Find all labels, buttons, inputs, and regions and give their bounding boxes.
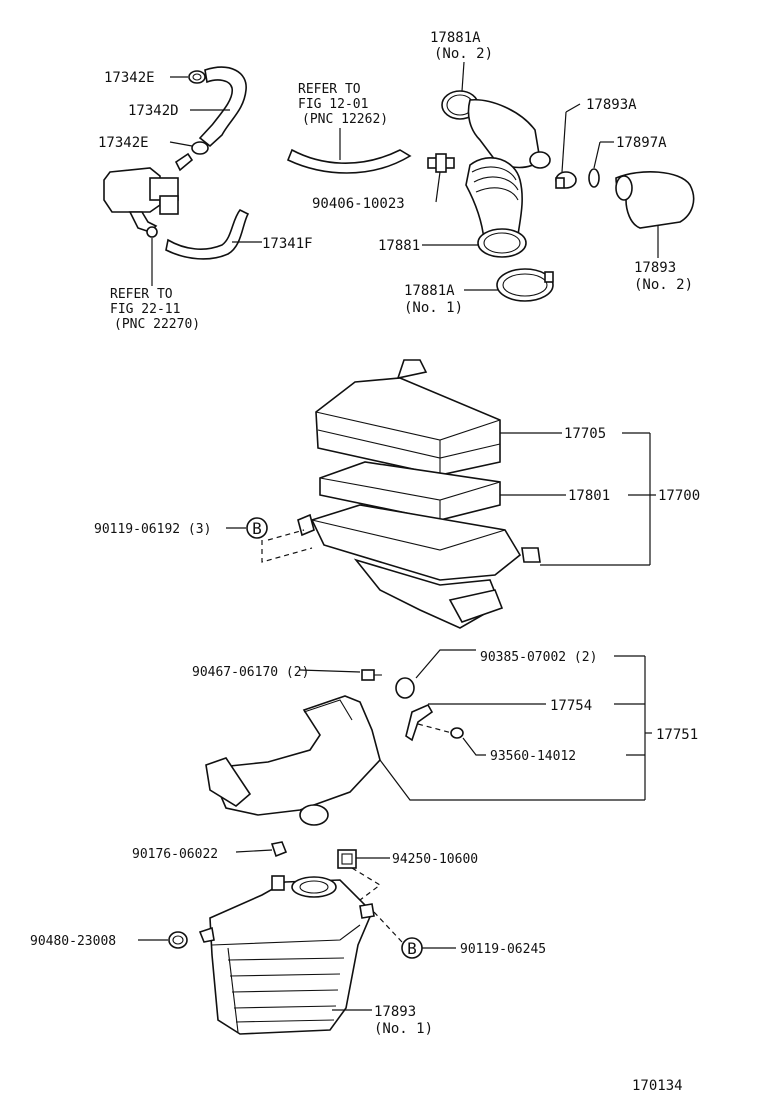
intake-resonator	[467, 99, 551, 169]
resonator-17893-no1	[198, 875, 375, 1035]
callout-b-upper: B	[246, 517, 268, 539]
air-cleaner-case	[297, 504, 541, 629]
label-17342e-mid: 17342E	[98, 135, 149, 151]
nut-94250	[337, 849, 357, 869]
label-ref22-line1: REFER TO	[110, 287, 173, 302]
hose-clip-17342e-top	[188, 70, 206, 84]
label-17881: 17881	[378, 238, 420, 254]
label-90176: 90176-06022	[132, 847, 218, 862]
bracket-17754	[405, 703, 434, 742]
callout-b-upper-text: B	[252, 519, 262, 538]
label-93560: 93560-14012	[490, 749, 576, 764]
callout-b-lower: B	[401, 937, 423, 959]
resonator-17893-no2	[615, 171, 695, 229]
label-17881a-no2-line2: (No. 2)	[434, 46, 493, 62]
connector-90406	[427, 153, 455, 173]
intake-hose-17881	[465, 156, 527, 258]
hose-clip-17342e-mid	[191, 141, 209, 155]
label-17893-no2-line1: 17893	[634, 260, 676, 276]
screw-93560	[450, 727, 464, 739]
clip-90176	[270, 841, 288, 858]
inlet-duct-17751	[205, 695, 381, 826]
label-17751: 17751	[656, 727, 698, 743]
label-ref22-line3: (PNC 22270)	[114, 317, 200, 332]
label-90406: 90406-10023	[312, 196, 405, 212]
label-90385: 90385-07002 (2)	[480, 650, 597, 665]
vsv-valve	[103, 152, 194, 238]
clamp-17893a	[555, 171, 577, 189]
label-17881a-no1-line2: (No. 1)	[404, 300, 463, 316]
label-90119-06245: 90119-06245	[460, 942, 546, 957]
hose-17341f	[165, 208, 250, 260]
grommet-90385	[395, 677, 415, 699]
label-17893-no1-line2: (No. 1)	[374, 1021, 433, 1037]
label-90467: 90467-06170 (2)	[192, 665, 309, 680]
label-17881a-no1-line1: 17881A	[404, 283, 455, 299]
label-17881a-no2-line1: 17881A	[430, 30, 481, 46]
label-17893a: 17893A	[586, 97, 637, 113]
diagram-code: 170134	[632, 1078, 683, 1094]
label-17801: 17801	[568, 488, 610, 504]
hose-17342d	[198, 66, 247, 148]
filter-element-17801	[319, 461, 501, 521]
label-17341f: 17341F	[262, 236, 313, 252]
label-ref12-line1: REFER TO	[298, 82, 361, 97]
label-17893-no2-line2: (No. 2)	[634, 277, 693, 293]
label-17893-no1-line1: 17893	[374, 1004, 416, 1020]
label-17342d: 17342D	[128, 103, 179, 119]
callout-b-lower-text: B	[407, 939, 417, 958]
hose-fig12	[286, 148, 412, 174]
clamp-17881a-no1	[496, 268, 554, 302]
label-90480: 90480-23008	[30, 934, 116, 949]
label-94250: 94250-10600	[392, 852, 478, 867]
air-cleaner-cap-17705	[315, 359, 501, 476]
label-ref12-line3: (PNC 12262)	[302, 112, 388, 127]
label-ref22-line2: FIG 22-11	[110, 302, 180, 317]
label-90119-06192: 90119-06192 (3)	[94, 522, 211, 537]
label-ref12-line2: FIG 12-01	[298, 97, 368, 112]
label-17700: 17700	[658, 488, 700, 504]
bolt-90467	[361, 669, 382, 681]
label-17342e-top: 17342E	[104, 70, 155, 86]
label-17897a: 17897A	[616, 135, 667, 151]
label-17705: 17705	[564, 426, 606, 442]
label-17754: 17754	[550, 698, 592, 714]
gasket-17897a	[588, 168, 600, 188]
plug-90480	[168, 931, 188, 949]
